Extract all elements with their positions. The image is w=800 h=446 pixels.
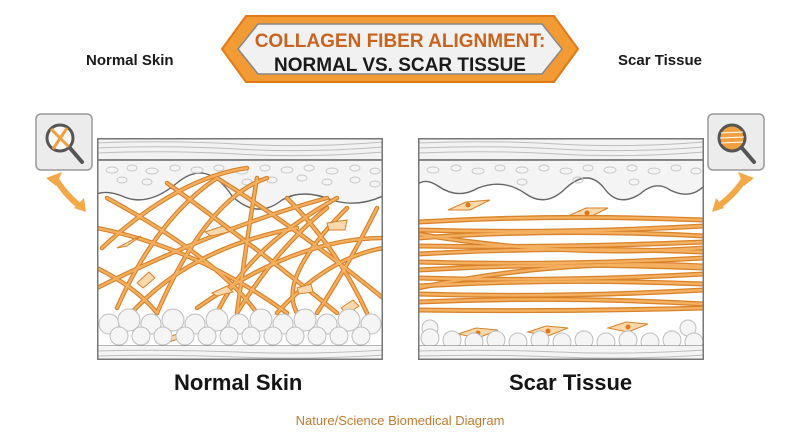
- title-line-2: NORMAL VS. SCAR TISSUE: [274, 55, 526, 76]
- hypodermis-fat-layer: [98, 308, 382, 346]
- title-banner: [220, 15, 580, 83]
- diagram-title: COLLAGEN FIBER ALIGNMENT: NORMAL VS. SCA…: [218, 30, 582, 78]
- footer-caption: Nature/Science Biomedical Diagram: [295, 413, 505, 428]
- collagen-fibers-random: [97, 165, 383, 321]
- top-label-scar: Scar Tissue: [618, 52, 702, 69]
- top-label-normal: Normal Skin: [86, 52, 174, 69]
- magnifier-parallel-fibers-icon: [717, 123, 756, 164]
- panel-normal-skin: [97, 138, 383, 360]
- collagen-fibers-parallel: [418, 214, 704, 314]
- magnifier-crossed-fibers-icon: [45, 123, 84, 164]
- epidermis-layer: [418, 159, 704, 201]
- inset-magnifier-scar: [707, 113, 765, 212]
- panel-label-scar: Scar Tissue: [509, 370, 633, 395]
- title-line-1: COLLAGEN FIBER ALIGNMENT:: [254, 31, 546, 52]
- panel-label-normal: Normal Skin: [174, 370, 303, 395]
- panel-scar-tissue: [418, 138, 704, 360]
- inset-magnifier-normal: [35, 113, 93, 212]
